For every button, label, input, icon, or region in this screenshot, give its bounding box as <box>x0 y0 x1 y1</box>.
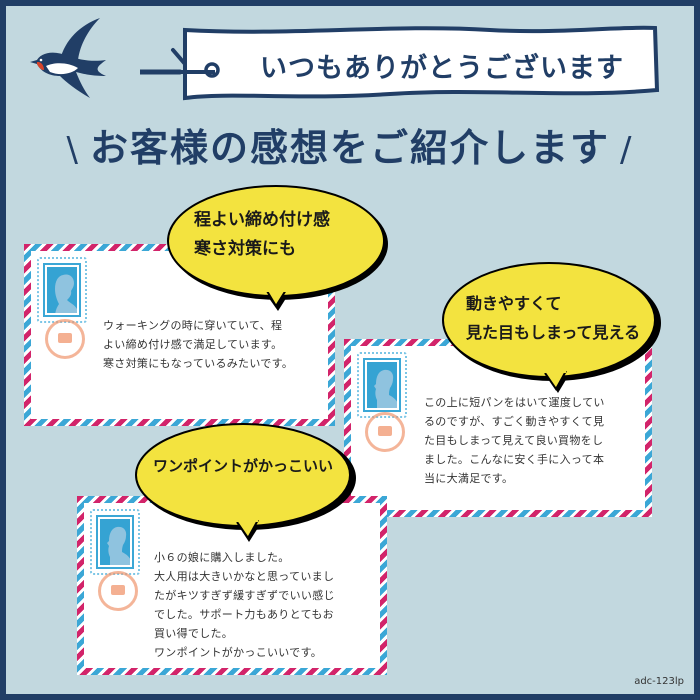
product-code: adc-123lp <box>634 676 684 687</box>
woman-silhouette-stamp-icon <box>37 257 87 323</box>
review-card-2: この上に短パンをはいて運度してい るのですが、すごく動きやすくて見 た目もしまっ… <box>344 339 652 517</box>
swallow-bird-icon <box>30 18 106 98</box>
review-headline: 動きやすくて 見た目もしまって見える <box>466 294 641 342</box>
review-body: この上に短パンをはいて運度してい るのですが、すごく動きやすくて見 た目もしまっ… <box>424 396 605 485</box>
review-headline: ワンポイントがかっこいい <box>152 457 333 475</box>
review-body: ウォーキングの時に穿いていて、程 よい締め付け感で満足しています。 寒さ対策にも… <box>103 319 294 370</box>
headline-right-mark: / <box>620 130 634 170</box>
recommend-seal-icon <box>45 319 85 359</box>
banner-ribbon <box>140 25 660 101</box>
recommend-seal-icon <box>98 571 138 611</box>
review-body: 小６の娘に購入しました。 大人用は大きいかなと思っていまし たがキツすぎず緩すぎ… <box>154 551 335 659</box>
headline-left-mark: \ <box>66 130 80 170</box>
recommend-seal-icon <box>365 412 405 452</box>
speech-bubble-1: 程よい締め付け感 寒さ対策にも <box>166 184 391 314</box>
review-headline: 程よい締め付け感 寒さ対策にも <box>194 210 330 259</box>
banner-text: いつもありがとうございます <box>260 53 624 84</box>
headline-text: お客様の感想をご紹介します <box>89 126 610 170</box>
speech-bubble-3: ワンポイントがかっこいい <box>135 422 359 544</box>
speech-bubble-2: 動きやすくて 見た目もしまって見える <box>442 261 664 396</box>
page-title: \お客様の感想をご紹介します/ <box>0 117 700 172</box>
man-silhouette-stamp-icon <box>90 509 140 575</box>
man-silhouette-stamp-icon <box>357 352 407 418</box>
